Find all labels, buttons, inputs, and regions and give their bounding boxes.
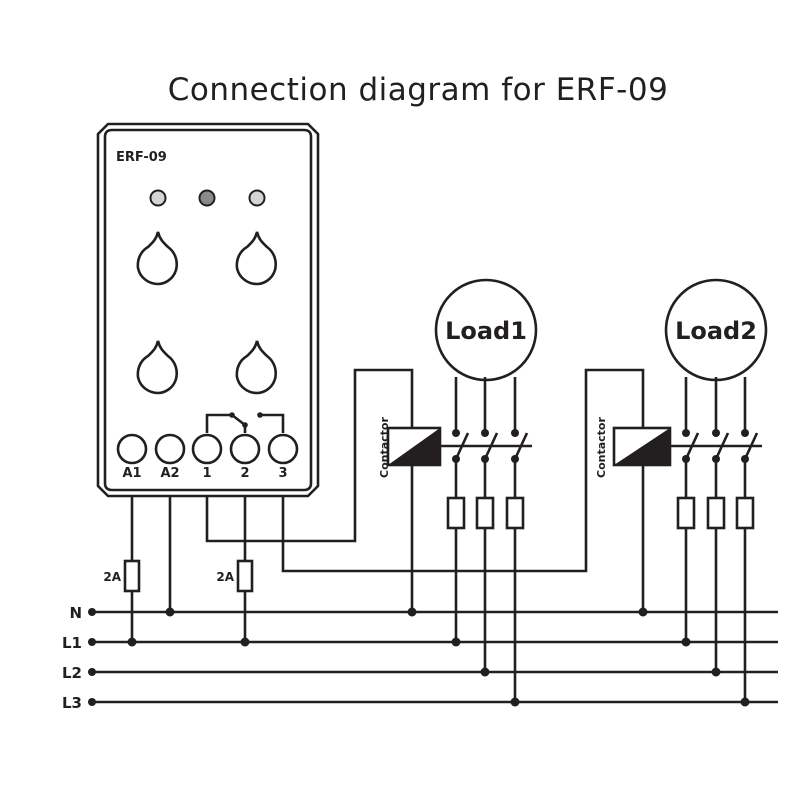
line-l2-terminal-dot — [88, 668, 96, 676]
terminal-label-1: 1 — [202, 466, 211, 481]
terminal-3[interactable] — [267, 433, 299, 465]
fuse-a1 — [123, 559, 141, 593]
knob-bottom-left[interactable] — [136, 340, 179, 395]
contactor-1: Contactor — [378, 377, 532, 707]
load-1-label: Load1 — [445, 317, 527, 345]
led-middle-indicator — [198, 189, 216, 207]
contactor-1-label: Contactor — [378, 417, 391, 478]
relay-contact-symbol — [205, 412, 285, 433]
line-label-l1: L1 — [62, 634, 82, 652]
device-outer-housing — [96, 122, 320, 498]
load-1-fuse-l2 — [475, 496, 495, 530]
terminal-label-2: 2 — [240, 466, 249, 481]
load-2-label: Load2 — [675, 317, 757, 345]
contactor-2: Contactor — [595, 377, 762, 707]
contactor-2-coil-fill — [614, 428, 670, 465]
knob-top-left[interactable] — [136, 231, 179, 286]
load-2-fuse-l1 — [676, 496, 696, 530]
contactor-2-label: Contactor — [595, 417, 608, 478]
knob-bottom-right[interactable] — [235, 340, 278, 395]
line-l1-terminal-dot — [88, 638, 96, 646]
contactor-1-coil-fill — [388, 428, 440, 465]
terminal-a1[interactable] — [116, 433, 148, 465]
terminal-a2[interactable] — [154, 433, 186, 465]
terminal-label-a1: A1 — [122, 466, 141, 481]
load-2: Load2 — [664, 278, 768, 382]
fuse-a1-rating: 2A — [103, 570, 121, 584]
erf09-device: ERF-09 A1 A2 1 2 3 — [96, 122, 320, 498]
line-label-l2: L2 — [62, 664, 82, 682]
load-1-fuse-l3 — [505, 496, 525, 530]
load-1-fuse-l1 — [446, 496, 466, 530]
line-l3-terminal-dot — [88, 698, 96, 706]
load-1-circle — [434, 278, 538, 382]
terminal-2[interactable] — [229, 433, 261, 465]
load-1: Load1 — [434, 278, 538, 382]
terminal-label-3: 3 — [278, 466, 287, 481]
fuse-terminal-2 — [236, 559, 254, 593]
terminal-1[interactable] — [191, 433, 223, 465]
device-inner-housing — [103, 128, 313, 492]
line-n-terminal-dot — [88, 608, 96, 616]
load-2-fuse-l2 — [706, 496, 726, 530]
led-left-indicator — [149, 189, 167, 207]
load-2-circle — [664, 278, 768, 382]
line-label-l3: L3 — [62, 694, 82, 712]
control-wiring: 2A 2A — [103, 368, 648, 647]
led-right-indicator — [248, 189, 266, 207]
supply-lines: N L1 L2 L3 — [62, 604, 778, 712]
load-2-fuse-l3 — [735, 496, 755, 530]
knob-top-right[interactable] — [235, 231, 278, 286]
terminal-label-a2: A2 — [160, 466, 179, 481]
device-model-label: ERF-09 — [116, 150, 167, 165]
fuse-terminal-2-rating: 2A — [216, 570, 234, 584]
line-label-n: N — [69, 604, 82, 622]
diagram-title: Connection diagram for ERF-09 — [167, 72, 669, 108]
